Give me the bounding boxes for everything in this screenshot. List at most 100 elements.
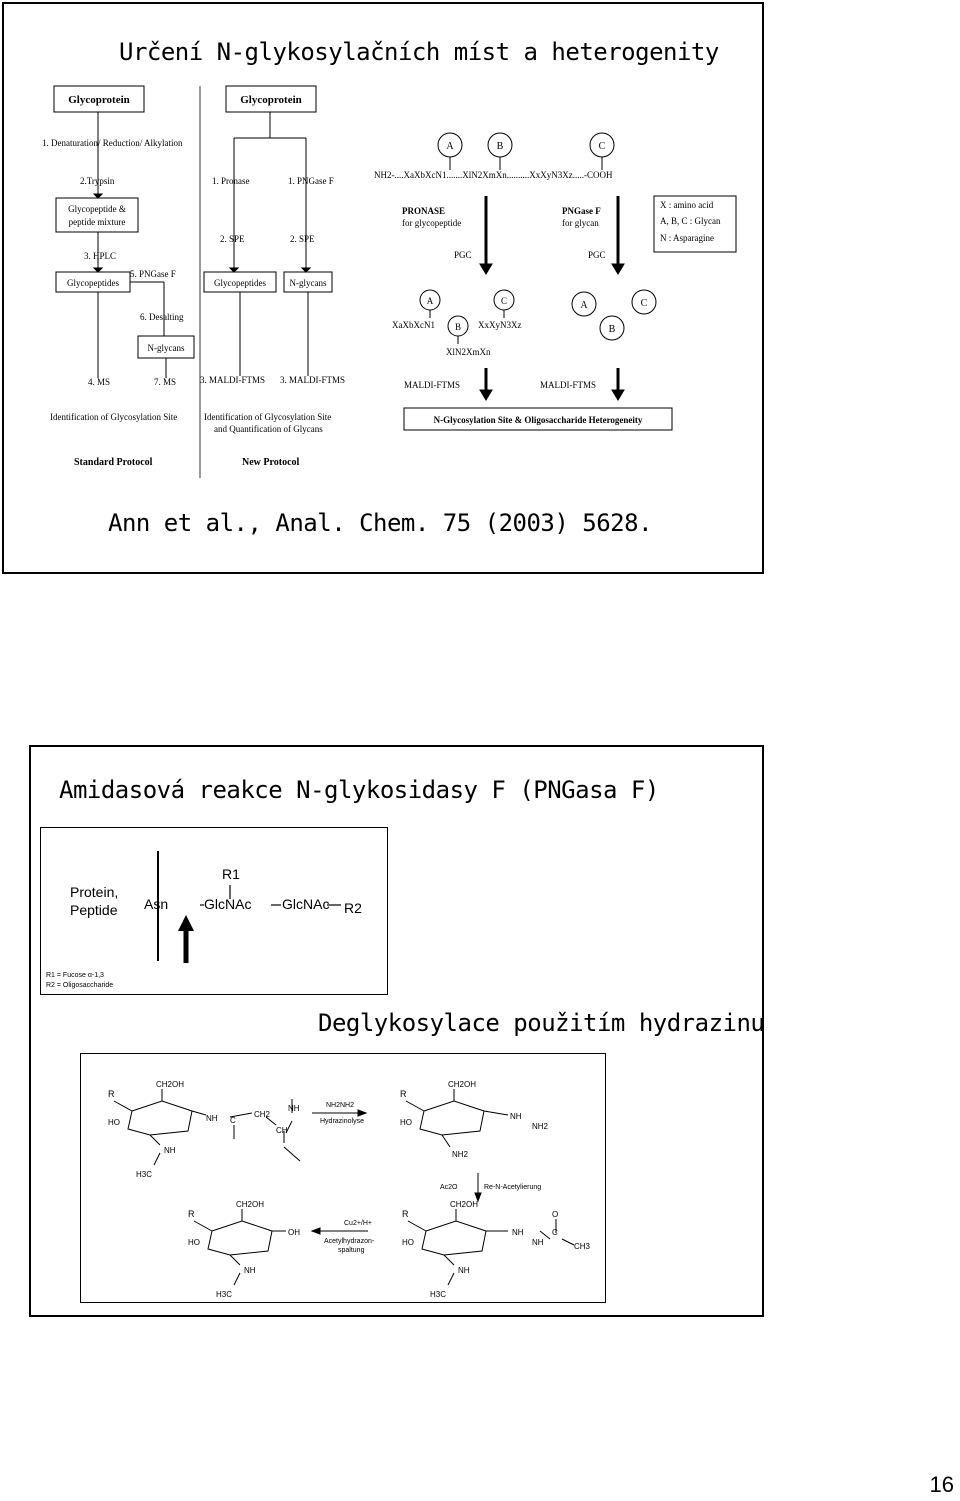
result-box: N-Glycosylation Site & Oligosaccharide H… [434, 415, 643, 425]
o-bottom-right: O [552, 1210, 558, 1219]
c-bottom-right: C [552, 1228, 558, 1237]
frag-circle-b: B [455, 322, 461, 332]
glycosylation-protocol-diagram: Glycoprotein 1. Denaturation/ Reduction/… [42, 85, 737, 478]
pngase-line1: PNGase F [562, 206, 601, 216]
pgc-right: PGC [588, 250, 606, 260]
pgc-left: PGC [454, 250, 472, 260]
step-desalting: 6. Desalting [140, 312, 184, 322]
label-hydrazinolyse: Hydrazinolyse [320, 1118, 364, 1125]
frag-circle-c: C [501, 296, 507, 306]
ch-top-left: CH [276, 1126, 288, 1135]
ch3-bottom-right: CH3 [574, 1242, 591, 1251]
ho-top-right: HO [400, 1118, 412, 1127]
page-number: 16 [929, 1472, 954, 1497]
amidase-reaction-figure: Protein, Peptide Asn GlcNAc GlcNAc R1 R2… [40, 827, 388, 995]
ho-top-left: HO [108, 1118, 120, 1127]
reagent-hydrazine: NH2NH2 [326, 1102, 354, 1109]
legend-abc: A, B, C : Glycan [660, 216, 721, 226]
slide-glycosylation-sites: Určení N-glykosylačních míst a heterogen… [2, 2, 764, 574]
r-top-right: R [400, 1089, 407, 1099]
mixture-line2: peptide mixture [69, 217, 126, 227]
glycan-circle-c: C [641, 298, 648, 309]
nh2-ring-top-right: NH2 [452, 1150, 469, 1159]
ch2oh-top-right: CH2OH [448, 1080, 476, 1089]
nh-hydrazone-top-left: NH [288, 1104, 300, 1113]
citation: Ann et al., Anal. Chem. 75 (2003) 5628. [108, 509, 653, 537]
legend-r2: R2 = Oligosaccharide [46, 982, 113, 989]
h3c-top-left: H3C [136, 1170, 152, 1179]
label-reacetylierung: Re-N-Acetylierung [484, 1184, 541, 1191]
protein-line1: Protein, [70, 884, 118, 900]
identification-right-2: and Quantification of Glycans [214, 424, 323, 434]
hydrazinolysis-scheme: R CH2OH HO NH NH H3C C CH2 CH NH R CH2OH… [80, 1053, 606, 1303]
legend-r1: R1 = Fucose α-1,3 [46, 972, 104, 979]
legend-x: X : amino acid [660, 200, 714, 210]
step-pngase-left: 5. PNGase F [130, 269, 176, 279]
nh-ring-bottom-right: NH [458, 1266, 470, 1275]
slide-title-2: Amidasová reakce N-glykosidasy F (PNGasa… [59, 776, 659, 804]
reagent-copper: Cu2+/H+ [344, 1220, 372, 1227]
legend-n: N : Asparagine [660, 233, 714, 243]
glcnac-1: GlcNAc [204, 896, 251, 912]
nglycans-right: N-glycans [290, 278, 327, 288]
nh-bottom-left: NH [244, 1266, 256, 1275]
fragment-2: XxXyN3Xz [478, 320, 522, 330]
nh-acetyl-top-left: NH [164, 1146, 176, 1155]
identification-left: Identification of Glycosylation Site [50, 412, 177, 422]
protein-line2: Peptide [70, 902, 118, 918]
glycoprotein-left: Glycoprotein [68, 94, 130, 106]
r-top-left: R [108, 1089, 115, 1099]
glycopeptides-left: Glycopeptides [67, 278, 119, 288]
nglycans-left: N-glycans [148, 343, 185, 353]
nh2-top-right: NH2 [532, 1122, 549, 1131]
step-trypsin: 2.Trypsin [80, 176, 115, 186]
nh-top-right: NH [510, 1112, 522, 1121]
c-top-left: C [230, 1116, 236, 1125]
glycan-circle-a: A [580, 300, 588, 311]
step-spe-b: 2. SPE [290, 234, 315, 244]
r1-label: R1 [222, 866, 240, 882]
pronase-line1: PRONASE [402, 206, 445, 216]
ch2-top-left: CH2 [254, 1110, 271, 1119]
ho-bottom-left: HO [188, 1238, 200, 1247]
maldi-c: MALDI-FTMS [404, 380, 460, 390]
glcnac-2: GlcNAc [282, 896, 329, 912]
pngase-line2: for glycan [562, 218, 599, 228]
new-protocol: New Protocol [242, 457, 300, 468]
h3c-bottom-right: H3C [430, 1290, 446, 1299]
step-pronase: 1. Pronase [212, 176, 250, 186]
pronase-line2: for glycopeptide [402, 218, 461, 228]
sequence: NH2-....XaXbXcN1.......XlN2XmXn.........… [374, 170, 613, 180]
maldi-b: 3. MALDI-FTMS [280, 375, 345, 385]
slide-title: Určení N-glykosylačních míst a heterogen… [119, 38, 719, 66]
glycan-circle-b: B [609, 324, 616, 335]
step-ms4: 4. MS [88, 377, 110, 387]
reagent-ac2o: Ac2O [440, 1184, 458, 1191]
standard-protocol: Standard Protocol [74, 457, 153, 468]
label-spaltung: spaltung [338, 1247, 365, 1254]
glycoprotein-right: Glycoprotein [240, 94, 302, 106]
circle-a: A [446, 141, 454, 152]
h3c-bottom-left: H3C [216, 1290, 232, 1299]
step-hplc: 3. HPLC [84, 251, 116, 261]
nh-top-left: NH [206, 1114, 218, 1123]
step-denaturation: 1. Denaturation/ Reduction/ Alkylation [42, 138, 183, 148]
maldi-a: 3. MALDI-FTMS [200, 375, 265, 385]
oh-bottom-left: OH [288, 1228, 300, 1237]
step-pngase-right: 1. PNGase F [288, 176, 334, 186]
glycopeptides-right: Glycopeptides [214, 278, 266, 288]
ch2oh-bottom-left: CH2OH [236, 1200, 264, 1209]
asn-label: Asn [144, 896, 168, 912]
nh-bottom-right: NH [512, 1228, 524, 1237]
fragment-3: XlN2XmXn [446, 347, 491, 357]
ch2oh-top-left: CH2OH [156, 1080, 184, 1089]
ch2oh-bottom-right: CH2OH [450, 1200, 478, 1209]
r-bottom-right: R [402, 1209, 409, 1219]
maldi-d: MALDI-FTMS [540, 380, 596, 390]
mixture-line1: Glycopeptide & [68, 204, 126, 214]
r2-label: R2 [344, 900, 362, 916]
label-acetylhydrazon: Acetylhydrazon- [324, 1238, 375, 1245]
nh2-bottom-right: NH [532, 1238, 544, 1247]
frag-circle-a: A [427, 296, 434, 306]
identification-right-1: Identification of Glycosylation Site [204, 412, 331, 422]
